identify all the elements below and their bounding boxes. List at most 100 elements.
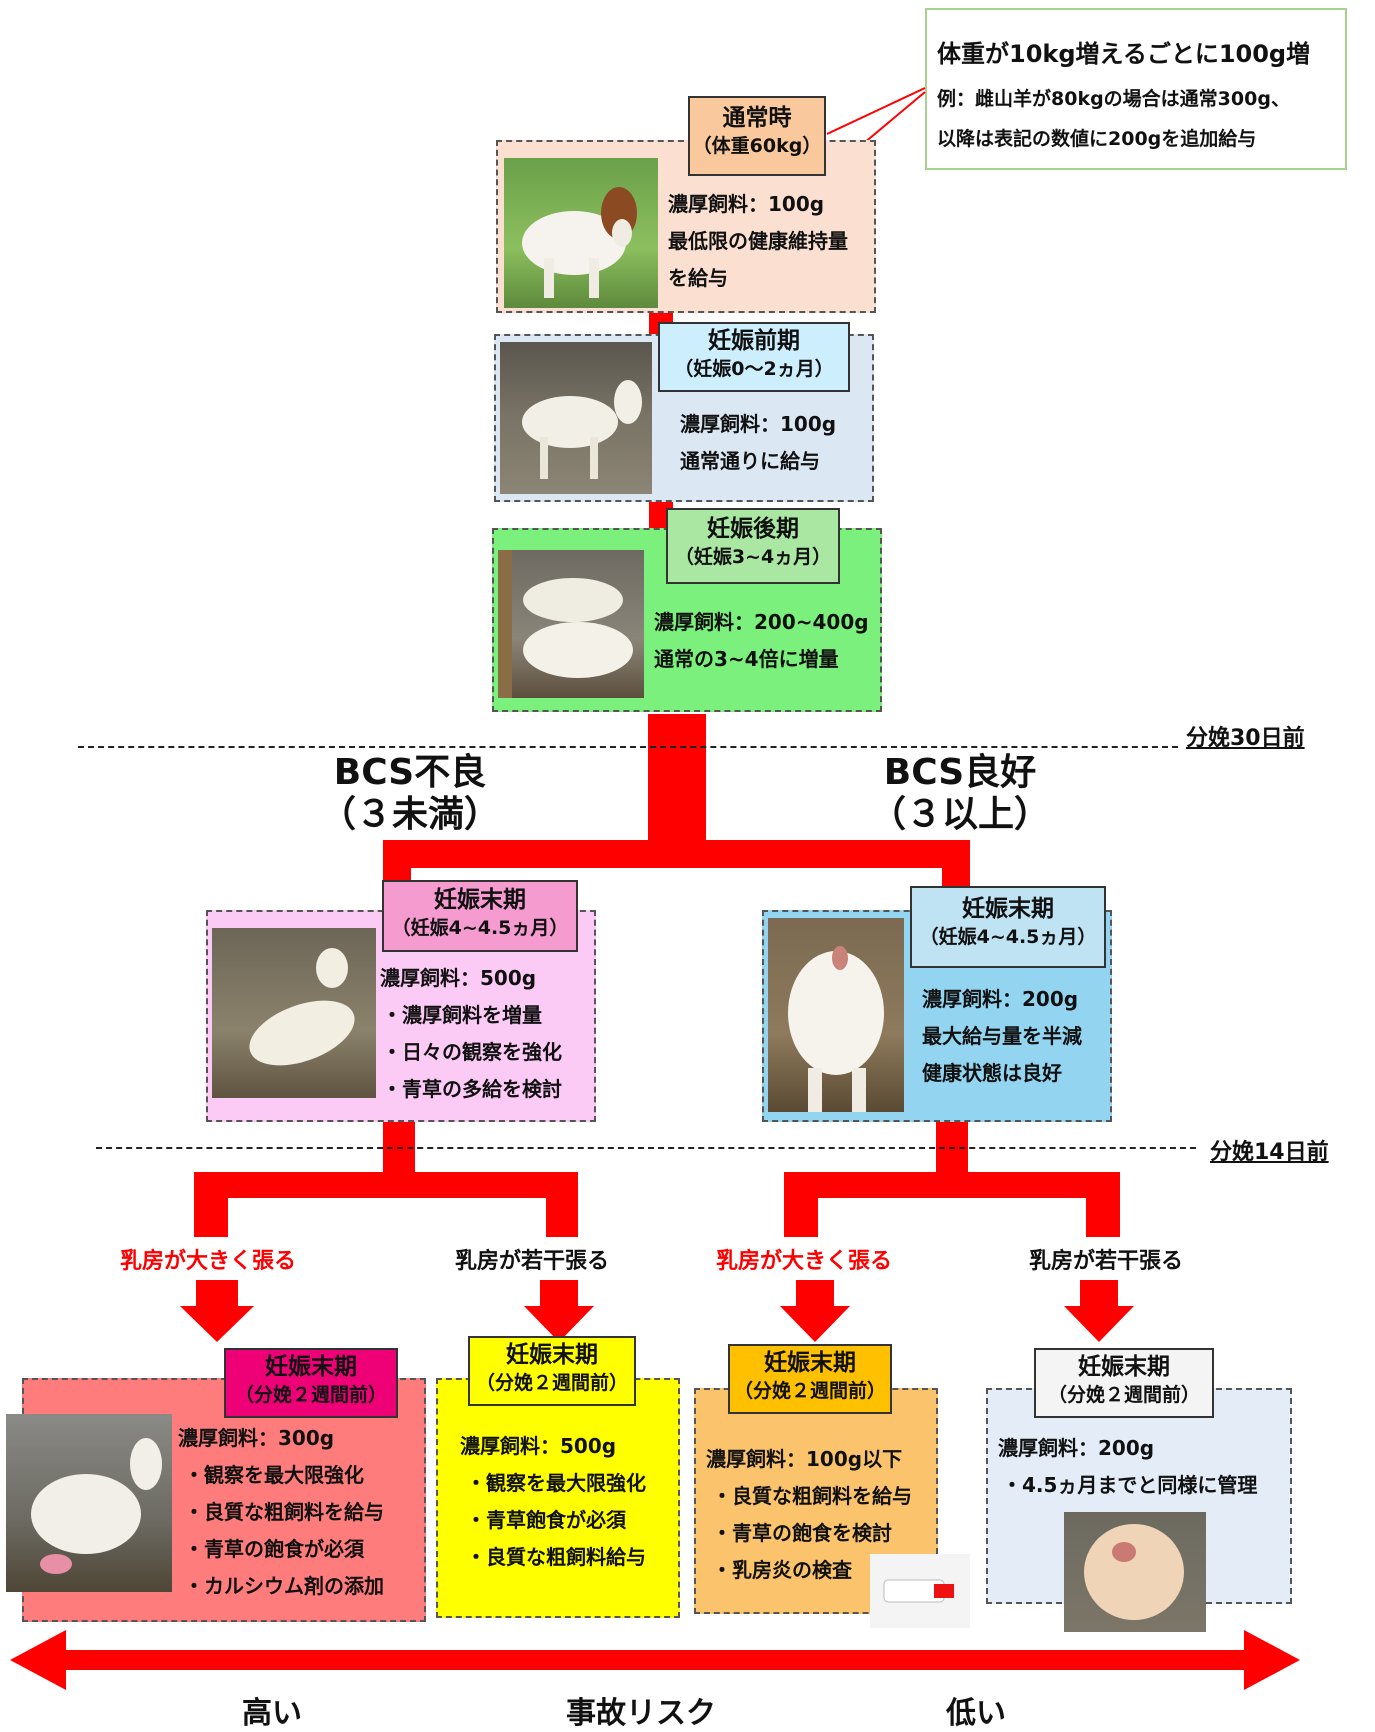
- normal-subtitle: （体重60kg）: [692, 134, 822, 157]
- bcs-good-line-1: BCS良好: [883, 752, 1037, 793]
- divider-30-days: [78, 746, 1178, 748]
- late-title-box: 妊娠後期 （妊娠3~4ヵ月）: [666, 508, 840, 584]
- note-box: 体重が10kg増えるごとに100g増 例：雌山羊が80kgの場合は通常300g、…: [925, 8, 1347, 170]
- bcs-poor-label: BCS不良 （３未満）: [310, 752, 510, 836]
- bottom-2-line-2: ・観察を最大限強化: [466, 1471, 646, 1495]
- final-poor-title-box: 妊娠末期 （妊娠4~4.5ヵ月）: [382, 880, 578, 952]
- normal-goat-photo: [504, 158, 658, 308]
- early-goat-photo: [500, 342, 652, 494]
- bottom-1-line-2: ・観察を最大限強化: [184, 1463, 364, 1487]
- down-arrow-icon-c: [780, 1280, 850, 1342]
- split-leg-right: [942, 840, 970, 888]
- bottom-1-title: 妊娠末期: [265, 1354, 357, 1380]
- bottom-3-line-3: ・青草の飽食を検討: [712, 1521, 892, 1545]
- normal-line-3: を給与: [668, 266, 728, 290]
- final-good-title: 妊娠末期: [962, 896, 1054, 922]
- divider-14-days: [96, 1147, 1196, 1149]
- bottom-1-goat-photo: [6, 1414, 172, 1592]
- late-line-1: 濃厚飼料：200~400g: [654, 610, 869, 634]
- note-connector-line-1: [826, 87, 926, 135]
- bottom-2-title-box: 妊娠末期 （分娩２週間前）: [468, 1336, 636, 1406]
- risk-arrow: [10, 1630, 1300, 1690]
- bottom-2-line-1: 濃厚飼料：500g: [460, 1434, 617, 1458]
- split-right-leg-c: [784, 1172, 818, 1237]
- final-good-line-2: 最大給与量を半減: [922, 1024, 1082, 1048]
- marker-30-days: 分娩30日前: [1186, 726, 1305, 751]
- bottom-1-line-3: ・良質な粗飼料を給与: [184, 1500, 384, 1524]
- risk-low: 低い: [946, 1696, 1006, 1731]
- note-line-2: 例：雌山羊が80kgの場合は通常300g、: [937, 88, 1290, 110]
- bottom-1-line-4: ・青草の飽食が必須: [184, 1537, 364, 1561]
- normal-line-1: 濃厚飼料：100g: [668, 192, 825, 216]
- trunk-segment-3: [648, 714, 706, 844]
- final-good-line-3: 健康状態は良好: [922, 1061, 1062, 1085]
- branch-label-c: 乳房が大きく張る: [715, 1249, 892, 1274]
- early-line-2: 通常通りに給与: [680, 449, 820, 473]
- split-left-leg-a: [194, 1172, 228, 1237]
- mastitis-test-kit-photo: [870, 1554, 970, 1628]
- bcs-poor-line-1: BCS不良: [333, 752, 487, 793]
- bottom-box-2: [436, 1378, 680, 1618]
- final-poor-title: 妊娠末期: [434, 887, 526, 913]
- bcs-good-line-2: （３以上）: [869, 794, 1050, 835]
- early-title: 妊娠前期: [708, 328, 800, 354]
- bottom-3-line-1: 濃厚飼料：100g以下: [706, 1447, 903, 1471]
- bottom-4-line-2: ・4.5ヵ月までと同様に管理: [1002, 1473, 1258, 1497]
- bottom-1-line-5: ・カルシウム剤の添加: [184, 1574, 384, 1598]
- normal-title: 通常時: [722, 105, 792, 131]
- risk-high: 高い: [242, 1696, 302, 1731]
- final-poor-line-1: 濃厚飼料：500g: [380, 966, 537, 990]
- risk-arrow-right-head-icon: [1244, 1630, 1300, 1690]
- down-arrow-icon-d: [1064, 1280, 1134, 1342]
- bottom-4-title: 妊娠末期: [1078, 1354, 1170, 1380]
- marker-14-days: 分娩14日前: [1210, 1140, 1329, 1165]
- late-goat-photo: [498, 550, 644, 698]
- bottom-1-subtitle: （分娩２週間前）: [234, 1383, 387, 1406]
- final-poor-subtitle: （妊娠4~4.5ヵ月）: [391, 916, 569, 939]
- early-title-box: 妊娠前期 （妊娠0～2ヵ月）: [658, 322, 850, 392]
- split-left-leg-b: [546, 1172, 578, 1237]
- branch-label-d: 乳房が若干張る: [1028, 1249, 1183, 1274]
- split-leg-left: [383, 840, 411, 885]
- normal-title-box: 通常時 （体重60kg）: [688, 96, 826, 176]
- split-bar-bcs: [383, 840, 970, 868]
- bottom-2-line-4: ・良質な粗飼料給与: [466, 1545, 646, 1569]
- bottom-2-subtitle: （分娩２週間前）: [475, 1371, 628, 1394]
- bcs-poor-line-2: （３未満）: [319, 794, 500, 835]
- split-bar-left: [194, 1172, 578, 1198]
- bottom-4-subtitle: （分娩２週間前）: [1047, 1383, 1200, 1406]
- branch-label-a: 乳房が大きく張る: [119, 1249, 296, 1274]
- late-subtitle: （妊娠3~4ヵ月）: [674, 545, 832, 568]
- early-subtitle: （妊娠0～2ヵ月）: [674, 357, 834, 380]
- final-poor-line-2: ・濃厚飼料を増量: [382, 1003, 542, 1027]
- bottom-3-line-2: ・良質な粗飼料を給与: [712, 1484, 912, 1508]
- final-poor-line-4: ・青草の多給を検討: [382, 1077, 562, 1101]
- note-line-1: 体重が10kg増えるごとに100g増: [937, 40, 1311, 68]
- note-line-3: 以降は表記の数値に200gを追加給与: [937, 128, 1257, 150]
- risk-label: 事故リスク: [566, 1696, 716, 1731]
- bottom-4-line-1: 濃厚飼料：200g: [998, 1436, 1155, 1460]
- down-arrow-icon-b: [524, 1280, 594, 1342]
- bottom-2-line-3: ・青草飽食が必須: [466, 1508, 626, 1532]
- bottom-1-line-1: 濃厚飼料：300g: [178, 1426, 335, 1450]
- early-line-1: 濃厚飼料：100g: [680, 412, 837, 436]
- normal-line-2: 最低限の健康維持量: [668, 229, 848, 253]
- final-poor-goat-photo: [212, 928, 376, 1098]
- final-good-goat-photo: [768, 918, 904, 1112]
- bottom-2-title: 妊娠末期: [506, 1342, 598, 1368]
- bottom-4-title-box: 妊娠末期 （分娩２週間前）: [1034, 1348, 1214, 1418]
- bottom-3-title: 妊娠末期: [764, 1350, 856, 1376]
- final-poor-line-3: ・日々の観察を強化: [382, 1040, 562, 1064]
- bottom-3-title-box: 妊娠末期 （分娩２週間前）: [728, 1344, 892, 1414]
- late-line-2: 通常の3~4倍に増量: [654, 647, 839, 671]
- final-good-line-1: 濃厚飼料：200g: [922, 987, 1079, 1011]
- bcs-good-label: BCS良好 （３以上）: [860, 752, 1060, 836]
- bottom-3-line-4: ・乳房炎の検査: [712, 1558, 852, 1582]
- split-bar-right: [784, 1172, 1120, 1198]
- split-right-leg-d: [1086, 1172, 1120, 1237]
- bottom-3-subtitle: （分娩２週間前）: [733, 1379, 886, 1402]
- down-arrow-icon-a: [180, 1280, 254, 1342]
- bottom-1-title-box: 妊娠末期 （分娩２週間前）: [224, 1348, 398, 1418]
- risk-arrow-left-head-icon: [10, 1630, 66, 1690]
- late-title: 妊娠後期: [707, 516, 799, 542]
